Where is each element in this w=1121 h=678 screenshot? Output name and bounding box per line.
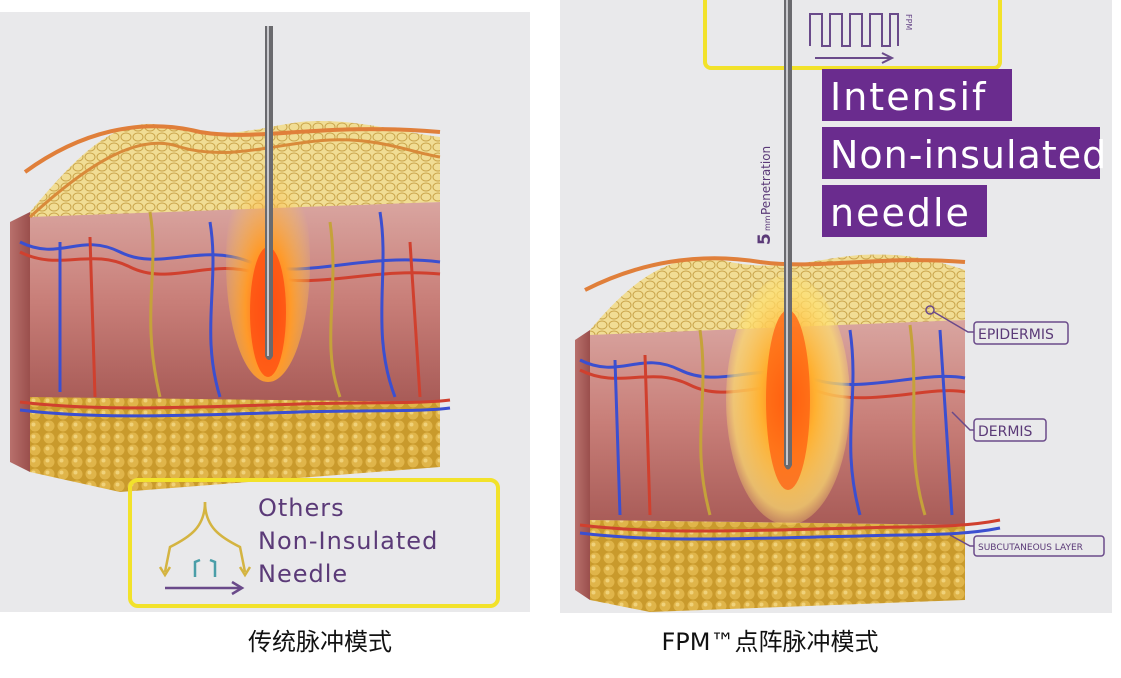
badge-box-3	[822, 185, 987, 237]
svg-text:Penetration: Penetration	[759, 146, 773, 215]
label-dermis: DERMIS	[978, 424, 1033, 440]
right-diagram-panel: FPM Intensif Non-insulated needle 5 mm P…	[560, 0, 1112, 613]
label-subcutaneous: SUBCUTANEOUS LAYER	[978, 543, 1083, 553]
badge-line3: needle	[830, 191, 971, 235]
left-diagram-panel: Others Non-Insulated Needle	[0, 12, 530, 612]
fpm-mark: FPM	[904, 14, 913, 30]
badge-box-1	[822, 69, 1012, 121]
fpm-wave-icon	[809, 13, 899, 64]
caption-fpm-pulse: FPM™点阵脉冲模式	[661, 628, 879, 656]
label-epidermis: EPIDERMIS	[978, 327, 1054, 343]
left-box-line2: Non-Insulated	[258, 527, 438, 555]
traditional-pulse-diagram: Others Non-Insulated Needle	[0, 12, 530, 612]
left-box-line3: Needle	[258, 560, 348, 588]
badge-box-2	[822, 127, 1100, 179]
penetration-label: 5 mm Penetration	[755, 146, 775, 245]
badge-line1: Intensif	[830, 75, 987, 119]
spread-arrow-icon	[158, 501, 252, 596]
fpm-highlight-box	[703, 0, 1002, 70]
fpm-pulse-diagram: FPM Intensif Non-insulated needle 5 mm P…	[560, 0, 1112, 613]
badge-line2: Non-insulated	[830, 133, 1107, 177]
left-box-line1: Others	[258, 494, 345, 522]
svg-text:5: 5	[755, 233, 775, 245]
caption-traditional-pulse: 传统脉冲模式	[248, 628, 392, 656]
left-highlight-box	[128, 478, 500, 608]
svg-text:mm: mm	[763, 215, 772, 231]
